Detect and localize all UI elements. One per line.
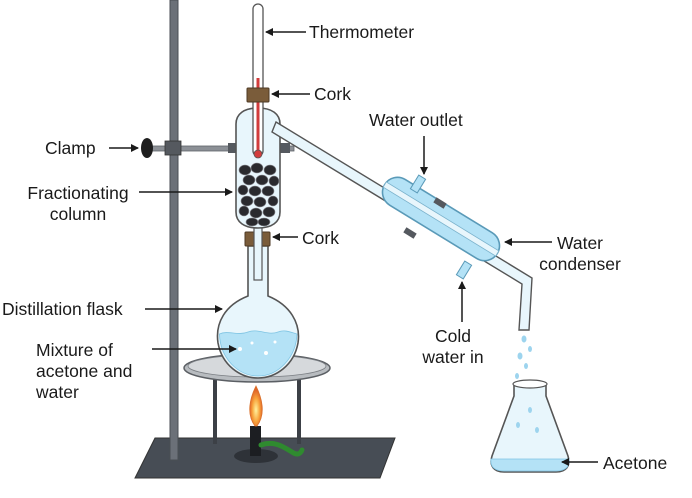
burner-body (250, 426, 261, 456)
pointer-lines (109, 28, 598, 466)
bubble (238, 347, 242, 351)
conical-flask-mouth (512, 379, 548, 389)
stand-rod (169, 0, 179, 461)
label-cork-bottom: Cork (302, 228, 339, 248)
label-thermometer: Thermometer (309, 22, 415, 42)
burner-flame (249, 385, 263, 427)
water-condenser (381, 176, 501, 262)
cork-top (246, 87, 270, 103)
label-mixture-line1: Mixture of (36, 340, 113, 360)
label-cold-water-in: Cold water in (413, 326, 493, 368)
clamp-jaw-left (228, 143, 238, 153)
thermometer-mercury (256, 78, 260, 152)
flask-liquid (219, 330, 298, 377)
label-water-outlet: Water outlet (369, 110, 463, 130)
label-water-condenser: Water condenser (530, 233, 630, 275)
label-cold-water-line1: Cold (435, 326, 471, 346)
bubble (273, 340, 277, 344)
glass-beads (237, 162, 280, 227)
acetone-liquid (490, 458, 570, 472)
clamp-boss (164, 140, 182, 156)
distillate-drops (515, 335, 532, 379)
label-distillation-flask: Distillation flask (2, 299, 123, 319)
label-mixture-line2: acetone and (36, 361, 133, 381)
clamp-knob (141, 138, 153, 158)
tripod-leg-right (297, 378, 301, 444)
label-fractionating-line2: column (49, 204, 107, 224)
label-fractionating-line1: Fractionating (27, 183, 129, 203)
tripod-leg-left (213, 378, 217, 444)
thermometer-bulb (253, 149, 263, 159)
bubble (250, 341, 254, 345)
label-clamp: Clamp (45, 138, 96, 158)
label-fractionating-column: Fractionating column (18, 183, 138, 225)
delivery-tube (271, 120, 533, 331)
flask-drops (516, 407, 539, 433)
label-mixture: Mixture of acetone and water (36, 340, 132, 403)
label-cold-water-line2: water in (422, 347, 484, 367)
burner-hose (258, 440, 305, 457)
condenser-clip (433, 197, 447, 209)
label-water-condenser-line2: condenser (539, 254, 621, 274)
label-cork-top: Cork (314, 84, 351, 104)
water-outlet-nozzle (409, 174, 427, 194)
label-acetone: Acetone (603, 453, 668, 473)
bubble (264, 351, 268, 355)
condenser-clip (403, 227, 417, 239)
water-inlet-nozzle (455, 260, 473, 280)
label-mixture-line3: water (36, 382, 79, 402)
label-water-condenser-line1: Water (556, 233, 604, 253)
clamp-jaw-right (280, 143, 290, 153)
